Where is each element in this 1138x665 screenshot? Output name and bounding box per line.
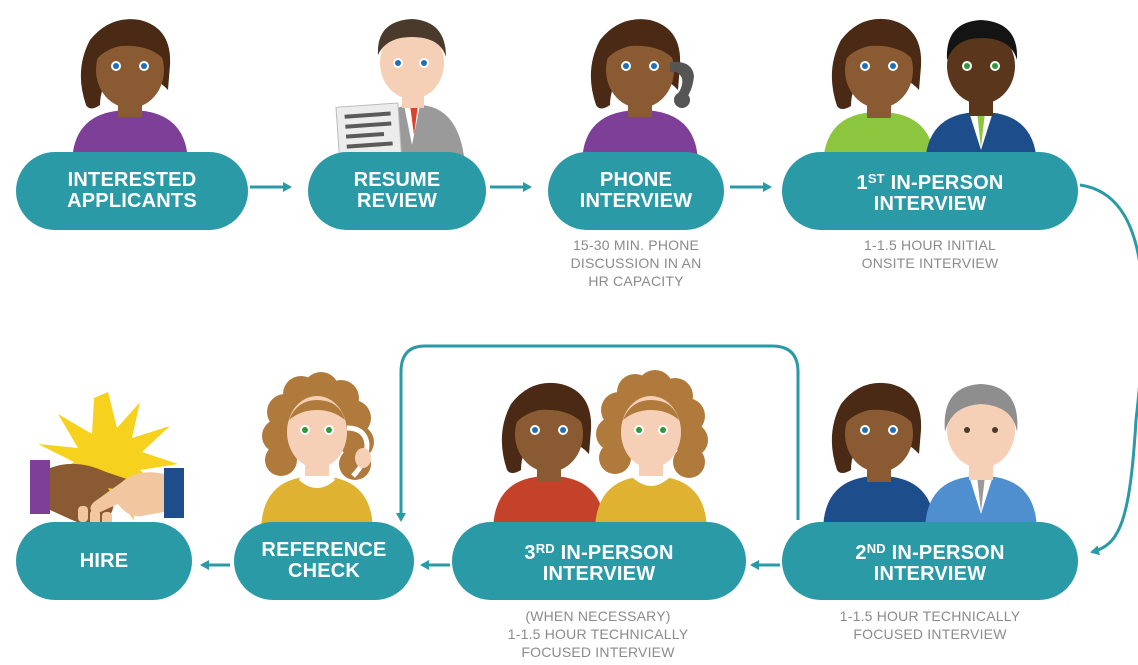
reference-check-woman-icon [261,372,374,532]
ordinal-suffix: ND [866,540,886,556]
desc-line: DISCUSSION IN AN [570,255,702,271]
resume-reviewer-icon [335,19,465,165]
step-label-line2: INTERVIEW [873,192,987,215]
step-label-line1: HIRE [79,549,129,572]
desc-line: (WHEN NECESSARY) [525,608,671,624]
arrow-second-to-reference-loop [396,344,800,522]
step-label-line2: CHECK [287,560,361,582]
step-second-in-person-interview: 2ND IN-PERSON INTERVIEW [782,522,1078,600]
step-interested-applicants: INTERESTED APPLICANTS [16,152,248,230]
first-interview-pair-icon [823,18,1037,168]
desc-line: 15-30 MIN. PHONE [572,237,700,253]
step-label-line1: 2ND IN-PERSON [855,538,1004,564]
step-label-line2: INTERVIEW [579,190,693,212]
applicant-woman-icon [72,19,188,165]
desc-line: 1-1.5 HOUR TECHNICALLY [839,608,1021,624]
desc-line: 1-1.5 HOUR INITIAL [864,237,996,253]
arrow-first-to-second [1079,183,1138,556]
headset-icon [346,425,370,478]
step-label-line1: PHONE [599,169,673,191]
desc-line: HR CAPACITY [588,273,684,289]
step-label-rest: IN-PERSON [885,541,1005,564]
desc-line: 1-1.5 HOUR TECHNICALLY [507,626,689,642]
step-label-line2: INTERVIEW [542,562,656,585]
step-phone-interview: PHONE INTERVIEW [548,152,724,230]
third-interview-description: (WHEN NECESSARY) 1-1.5 HOUR TECHNICALLY … [478,607,718,661]
first-interview-description: 1-1.5 HOUR INITIAL ONSITE INTERVIEW [830,236,1030,272]
starburst-icon [38,392,178,526]
step-label-line2: REVIEW [356,190,438,212]
step-third-in-person-interview: 3RD IN-PERSON INTERVIEW [452,522,746,600]
ordinal-suffix: RD [535,540,555,556]
desc-line: FOCUSED INTERVIEW [853,626,1007,642]
step-label-rest: IN-PERSON [554,541,674,564]
desc-line: ONSITE INTERVIEW [861,255,999,271]
step-label-line1: RESUME [353,169,441,191]
step-reference-check: REFERENCE CHECK [234,522,414,600]
ordinal-number: 3 [524,541,536,564]
ordinal-number: 2 [855,541,867,564]
step-label-line1: REFERENCE [261,539,387,561]
step-label-rest: IN-PERSON [884,171,1004,194]
phone-interview-description: 15-30 MIN. PHONE DISCUSSION IN AN HR CAP… [536,236,736,290]
step-first-in-person-interview: 1ST IN-PERSON INTERVIEW [782,152,1078,230]
second-interview-description: 1-1.5 HOUR TECHNICALLY FOCUSED INTERVIEW [810,607,1050,643]
step-label-line1: 3RD IN-PERSON [524,538,673,564]
desc-line: FOCUSED INTERVIEW [521,644,675,660]
third-interview-pair-icon [493,370,708,532]
step-label-line2: APPLICANTS [67,190,197,212]
step-resume-review: RESUME REVIEW [308,152,486,230]
phone-handset-icon [670,61,694,104]
step-label-line2: INTERVIEW [873,562,987,585]
phone-interview-woman-icon [582,19,698,165]
step-label-line1: 1ST IN-PERSON [856,168,1003,194]
step-hire: HIRE [16,522,192,600]
ordinal-suffix: ST [867,170,885,186]
handshake-icon [30,392,184,526]
ordinal-number: 1 [856,171,868,194]
second-interview-pair-icon [823,382,1037,532]
step-label-line1: INTERESTED [67,169,197,191]
